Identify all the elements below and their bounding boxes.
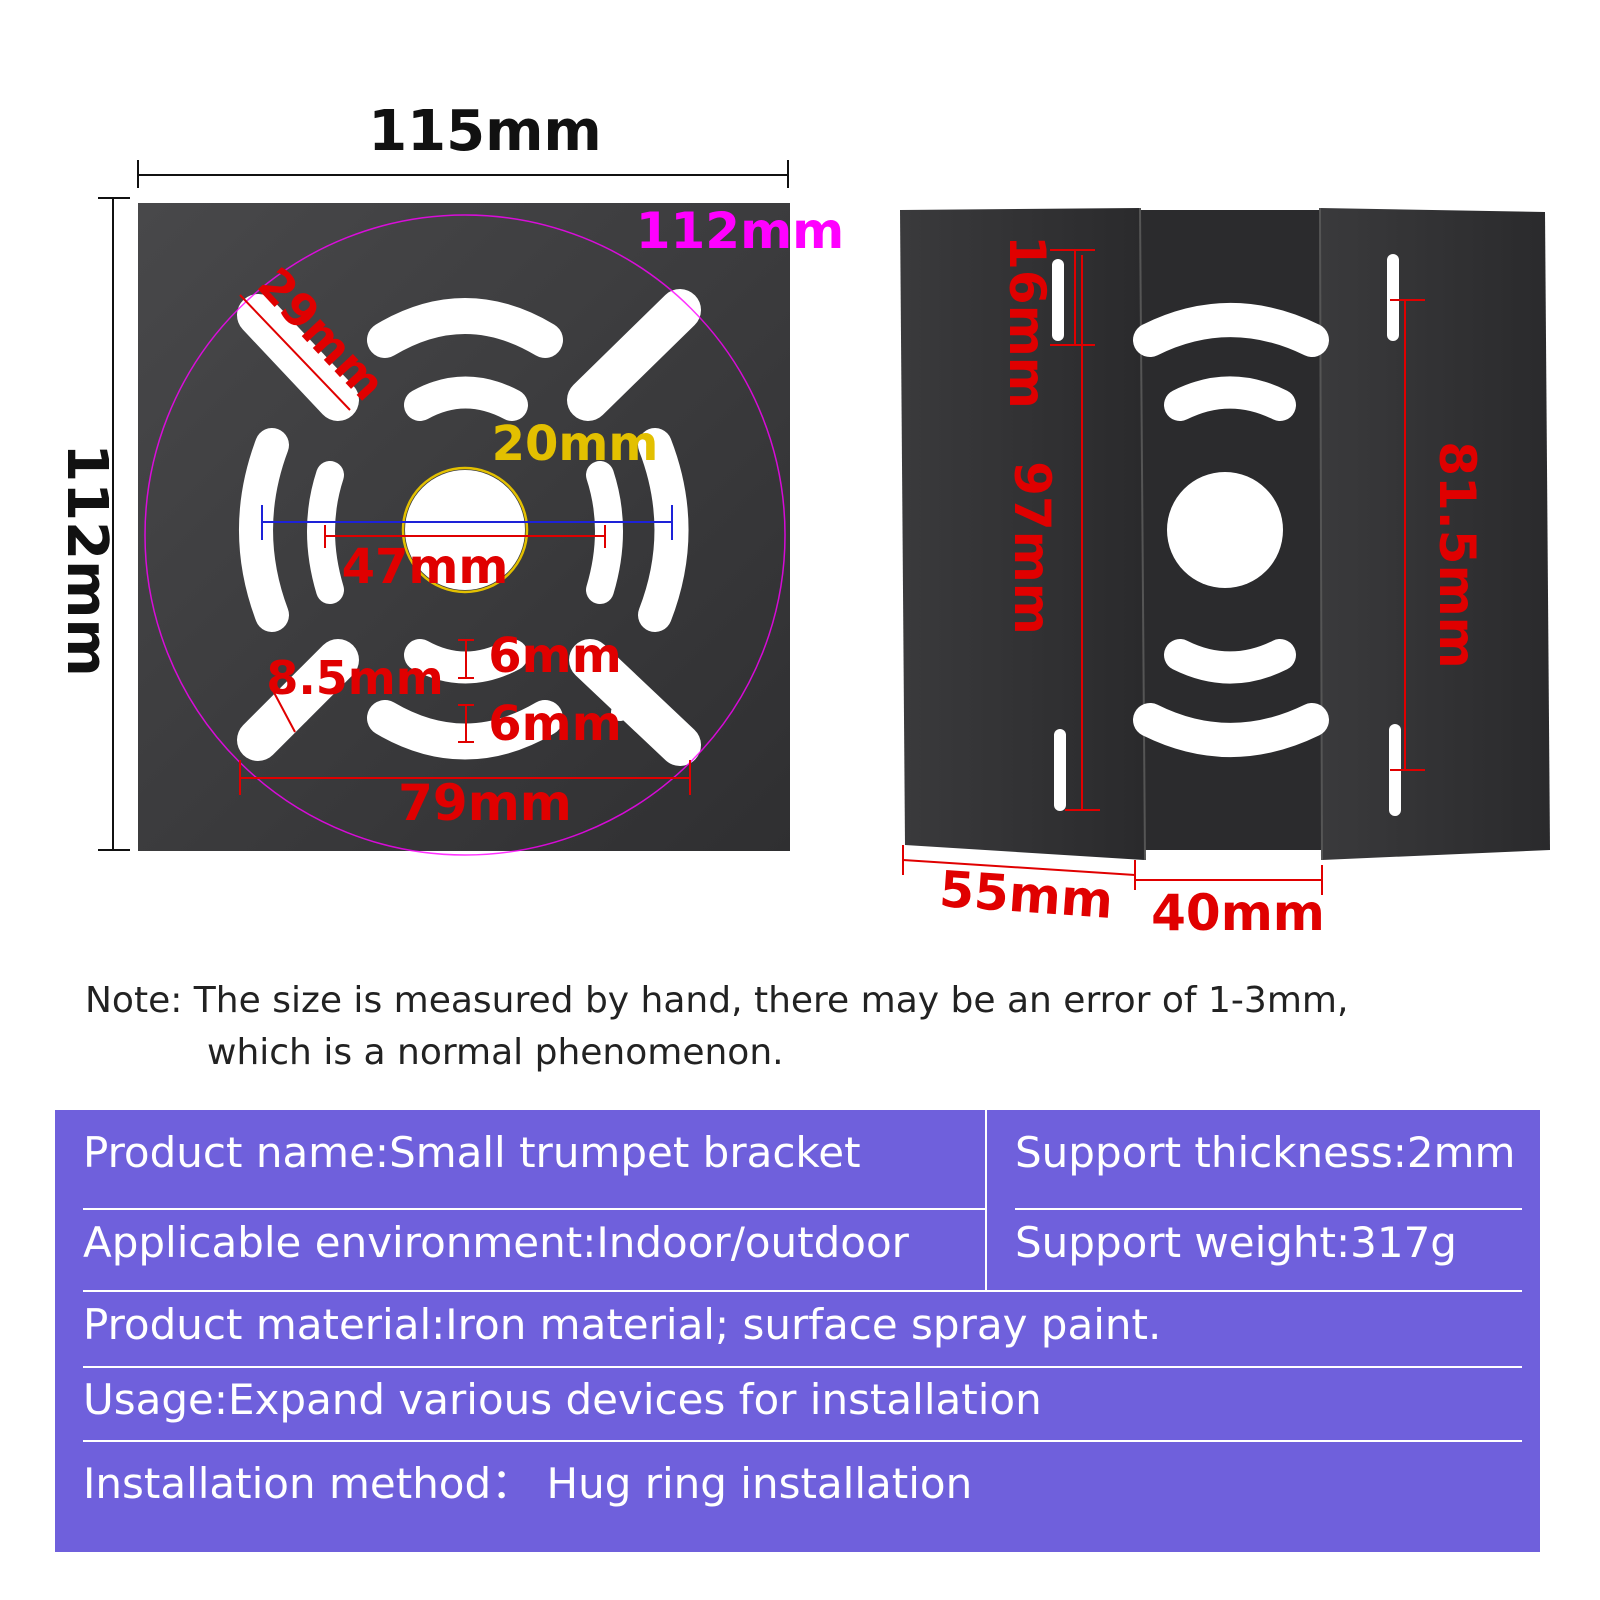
slot-width-upper-label: 6mm	[488, 628, 621, 684]
top-inner-arc-slot	[404, 376, 528, 421]
flange-depth-label: 55mm	[937, 860, 1114, 930]
spec-divider-1-left	[83, 1208, 985, 1210]
spec-usage: Usage:Expand various devices for install…	[83, 1375, 1042, 1424]
height-dimension	[98, 197, 130, 851]
top-outer-arc-slot	[367, 298, 563, 358]
side-dimension-lines	[902, 249, 1425, 895]
spec-divider-4	[83, 1440, 1522, 1442]
spec-divider-2	[83, 1290, 1522, 1292]
side-slot-spacing-label: 97mm	[1003, 461, 1061, 635]
bottom-left-diagonal-slot	[237, 639, 359, 761]
slot-width-lower-label: 6mm	[488, 696, 621, 752]
bottom-span-label: 79mm	[398, 774, 572, 832]
small-hole-label: 8.5mm	[266, 651, 443, 705]
height-label: 112mm	[54, 443, 119, 677]
side-view: 16mm 97mm 81.5mm 55mm 40mm	[900, 207, 1550, 942]
outer-span-dimension	[261, 505, 673, 540]
side-slot-length-label: 16mm	[998, 235, 1056, 409]
spec-thickness: Support thickness:2mm	[1015, 1128, 1516, 1177]
spec-divider-3	[83, 1366, 1522, 1368]
inner-span-dimension	[324, 525, 606, 548]
center-hole-label: 20mm	[492, 416, 659, 472]
back-bottom-outer-arc	[1133, 703, 1329, 757]
spec-product-name: Product name:Small trumpet bracket	[83, 1128, 861, 1177]
right-slot-spacing-label: 81.5mm	[1428, 441, 1486, 669]
small-hole-right	[611, 703, 629, 721]
back-bottom-inner-arc	[1164, 639, 1296, 684]
slot-width-ticks	[458, 639, 474, 743]
product-dimension-drawing: 115mm 112mm 112mm 29mm 20mm 47mm	[54, 99, 1550, 942]
small-hole-dimension	[269, 684, 296, 733]
spec-installation: Installation method： Hug ring installati…	[83, 1459, 973, 1508]
spec-column-divider	[985, 1110, 987, 1290]
top-right-diagonal-slot	[567, 289, 701, 421]
circle-label: 112mm	[636, 202, 845, 260]
center-hole-outline	[401, 466, 529, 594]
note-line-1: Note: The size is measured by hand, ther…	[85, 980, 1349, 1021]
inner-span-label: 47mm	[342, 539, 509, 595]
mounting-circle	[144, 214, 786, 856]
spec-divider-1	[1015, 1208, 1522, 1210]
left-inner-arc-slot	[307, 461, 344, 604]
left-flange	[900, 208, 1145, 860]
right-flange	[1320, 208, 1550, 860]
back-top-outer-arc	[1133, 303, 1329, 357]
center-width-label: 40mm	[1151, 884, 1325, 942]
center-hole	[405, 470, 525, 590]
spec-table: Product name:Small trumpet bracket Suppo…	[55, 1110, 1540, 1552]
note-line-2: which is a normal phenomenon.	[207, 1032, 784, 1073]
spec-weight: Support weight:317g	[1015, 1218, 1457, 1267]
bottom-span-dimension	[239, 760, 691, 795]
bottom-right-diagonal-slot	[569, 639, 701, 766]
back-top-inner-arc	[1164, 376, 1296, 421]
right-inner-arc-slot	[586, 461, 623, 604]
left-outer-arc-slot	[239, 428, 289, 632]
spec-environment: Applicable environment:Indoor/outdoor	[83, 1218, 909, 1267]
spec-material: Product material:Iron material; surface …	[83, 1300, 1162, 1349]
front-view: 115mm 112mm 112mm 29mm 20mm 47mm	[54, 99, 845, 856]
width-label: 115mm	[368, 99, 602, 164]
small-hole	[291, 706, 309, 724]
back-center-hole	[1167, 472, 1283, 588]
diagonal-slot-dimension	[239, 294, 351, 411]
measurement-note: Note: The size is measured by hand, ther…	[85, 975, 1545, 1079]
back-plate-slots	[1133, 303, 1329, 757]
width-dimension	[137, 160, 789, 188]
